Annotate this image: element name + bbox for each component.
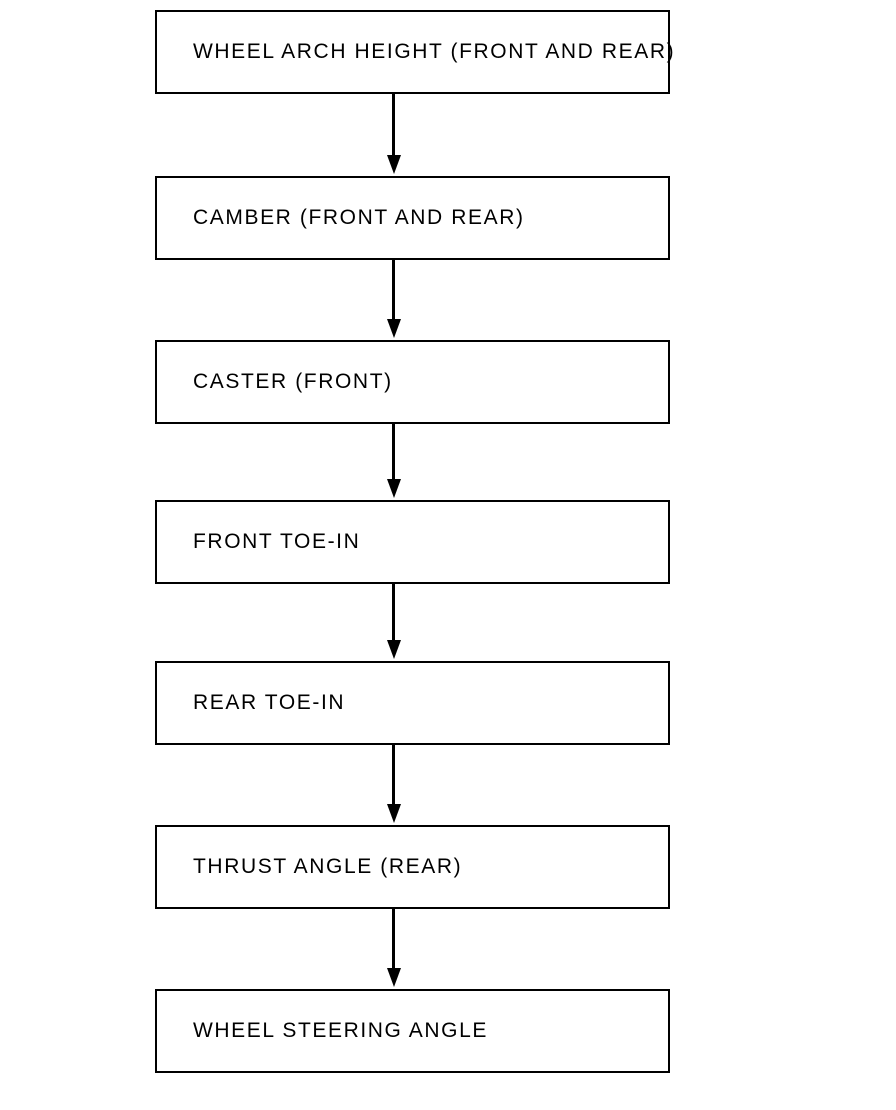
arrow-shaft — [392, 260, 395, 321]
flow-node-front-toe-in: FRONT TOE-IN — [155, 500, 670, 584]
arrow-shaft — [392, 745, 395, 806]
flow-node-label: CASTER (FRONT) — [193, 370, 393, 394]
flow-arrow-3-icon — [386, 424, 402, 500]
arrow-shaft — [392, 584, 395, 642]
flow-node-camber: CAMBER (FRONT AND REAR) — [155, 176, 670, 260]
flow-arrow-5-icon — [386, 745, 402, 825]
flow-arrow-6-icon — [386, 909, 402, 989]
flow-node-wheel-steering-angle: WHEEL STEERING ANGLE — [155, 989, 670, 1073]
arrow-shaft — [392, 94, 395, 157]
flow-node-caster: CASTER (FRONT) — [155, 340, 670, 424]
flow-node-label: WHEEL STEERING ANGLE — [193, 1019, 488, 1043]
flow-arrow-1-icon — [386, 94, 402, 176]
arrow-head — [387, 804, 401, 823]
flow-node-label: FRONT TOE-IN — [193, 530, 361, 554]
arrow-shaft — [392, 909, 395, 970]
flow-arrow-4-icon — [386, 584, 402, 661]
arrow-head — [387, 479, 401, 498]
arrow-shaft — [392, 424, 395, 481]
flow-node-label: WHEEL ARCH HEIGHT (FRONT AND REAR) — [193, 40, 676, 64]
flow-node-label: THRUST ANGLE (REAR) — [193, 855, 463, 879]
arrow-head — [387, 968, 401, 987]
arrow-head — [387, 155, 401, 174]
flow-node-label: CAMBER (FRONT AND REAR) — [193, 206, 525, 230]
flow-arrow-2-icon — [386, 260, 402, 340]
flow-node-thrust-angle: THRUST ANGLE (REAR) — [155, 825, 670, 909]
flow-node-rear-toe-in: REAR TOE-IN — [155, 661, 670, 745]
arrow-head — [387, 640, 401, 659]
flow-node-wheel-arch-height: WHEEL ARCH HEIGHT (FRONT AND REAR) — [155, 10, 674, 94]
arrow-head — [387, 319, 401, 338]
flow-node-label: REAR TOE-IN — [193, 691, 346, 715]
